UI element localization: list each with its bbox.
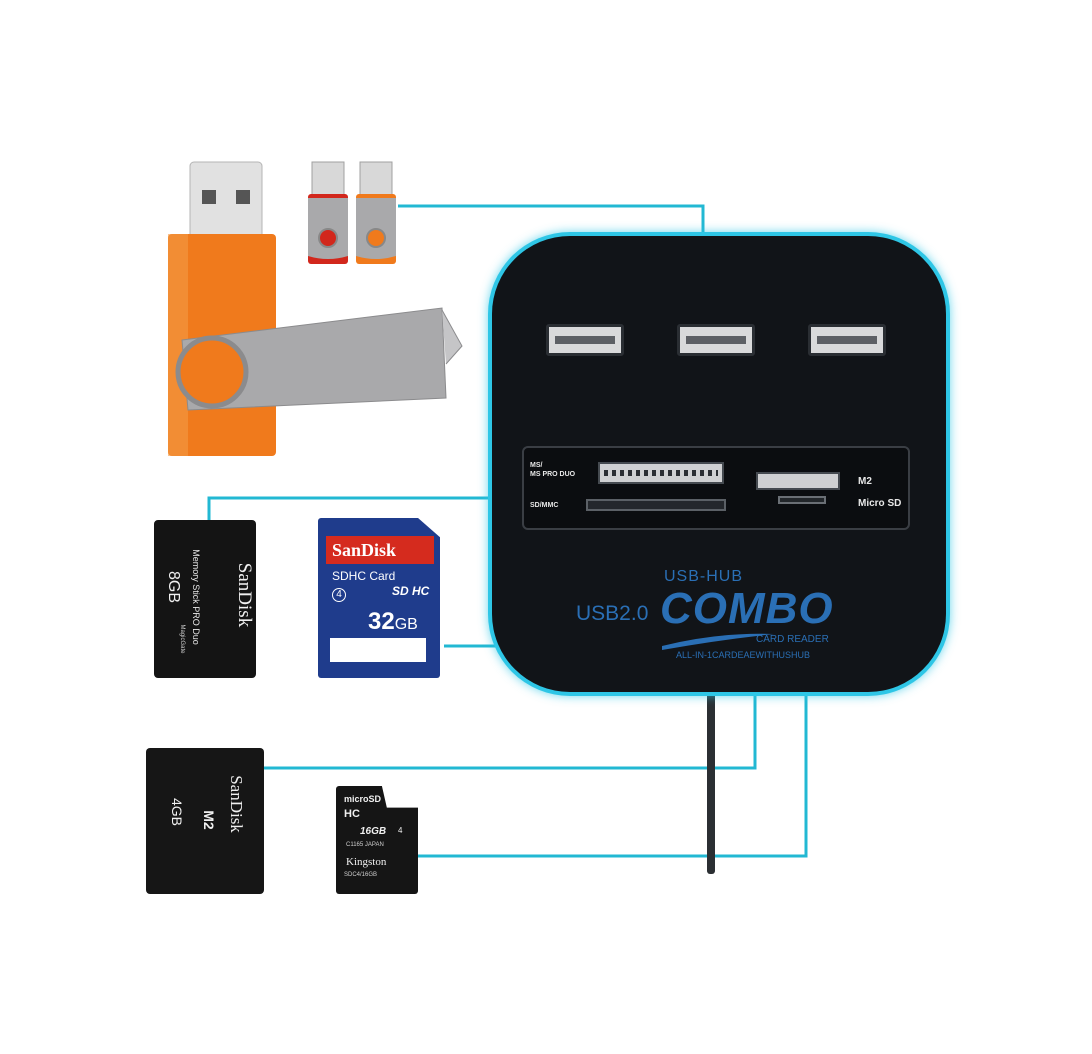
sd-mmc-slot[interactable]	[586, 499, 726, 511]
combo-swoosh	[662, 633, 774, 650]
usb-port-1[interactable]	[546, 324, 624, 356]
ms-slot-contacts	[604, 470, 718, 476]
m2-card-type: M2	[201, 810, 217, 830]
micro-sd-slot[interactable]	[778, 496, 826, 504]
micro-sd-card-class: 4	[398, 826, 403, 835]
micro-sd-card-extra: C1165 JAPAN	[346, 842, 384, 848]
ms-card-subtitle: Memory Stick PRO Duo	[191, 549, 201, 645]
usb-plug-hole-right	[236, 190, 250, 204]
slot-label-ms: MS/	[530, 462, 543, 469]
ms-card-brand: SanDisk	[234, 562, 255, 628]
card-slot-panel	[522, 446, 910, 530]
usb-flash-drives-small	[308, 161, 396, 264]
sd-card-type: SDHC Card	[332, 569, 396, 583]
brand-all-in-one: ALL-IN-1CARDEAEWITHUSHUB	[676, 650, 811, 660]
sd-card-brand-band	[326, 536, 434, 564]
micro-sd-card-logo: HC	[344, 808, 360, 820]
sd-card-brand: SanDisk	[332, 540, 397, 560]
sd-card-capacity-unit: GB	[394, 616, 418, 633]
m2-card: 4GB M2 SanDisk	[146, 748, 264, 894]
m2-card-capacity: 4GB	[169, 797, 185, 826]
ms-card-maker: MagicGate	[179, 624, 185, 654]
sd-card-capacity: 32GB	[368, 608, 418, 636]
sd-card-label-area	[330, 638, 426, 662]
slot-label-ms-pro-duo: MS PRO DUO	[530, 471, 576, 478]
sd-card-capacity-value: 32	[368, 608, 395, 635]
micro-sd-card-brand: Kingston	[346, 856, 387, 868]
micro-sd-card-capacity: 16GB	[360, 826, 387, 837]
brand-usb20: USB2.0	[576, 602, 649, 625]
micro-sd-card-model: SDC4/16GB	[344, 872, 378, 878]
m2-slot[interactable]	[756, 472, 840, 490]
ms-pro-duo-card: 8GB Memory Stick PRO Duo SanDisk MagicGa…	[154, 520, 256, 678]
slot-label-micro-sd: Micro SD	[858, 498, 902, 509]
hub-cable	[707, 688, 715, 874]
usb-plug-hole-left	[202, 190, 216, 204]
micro-sd-card-type: microSD	[344, 794, 382, 804]
usb-port-3[interactable]	[808, 324, 886, 356]
brand-usb-hub: USB-HUB	[664, 568, 744, 585]
sd-card: SanDisk SDHC Card 4 SD HC 32GB	[318, 518, 440, 678]
brand-card-reader: CARD READER	[756, 634, 829, 645]
usb-port-2[interactable]	[677, 324, 755, 356]
brand-combo: COMBO	[660, 584, 834, 633]
sd-card-logo: SD HC	[392, 584, 430, 598]
slot-label-sd-mmc: SD/MMC	[530, 502, 559, 509]
micro-sd-card: microSD HC 16GB 4 C1165 JAPAN Kingston S…	[336, 786, 418, 894]
m2-card-brand: SanDisk	[227, 775, 246, 833]
slot-label-m2: M2	[858, 476, 872, 487]
usb-flash-drive-large	[168, 161, 463, 456]
sd-card-class: 4	[332, 588, 346, 602]
